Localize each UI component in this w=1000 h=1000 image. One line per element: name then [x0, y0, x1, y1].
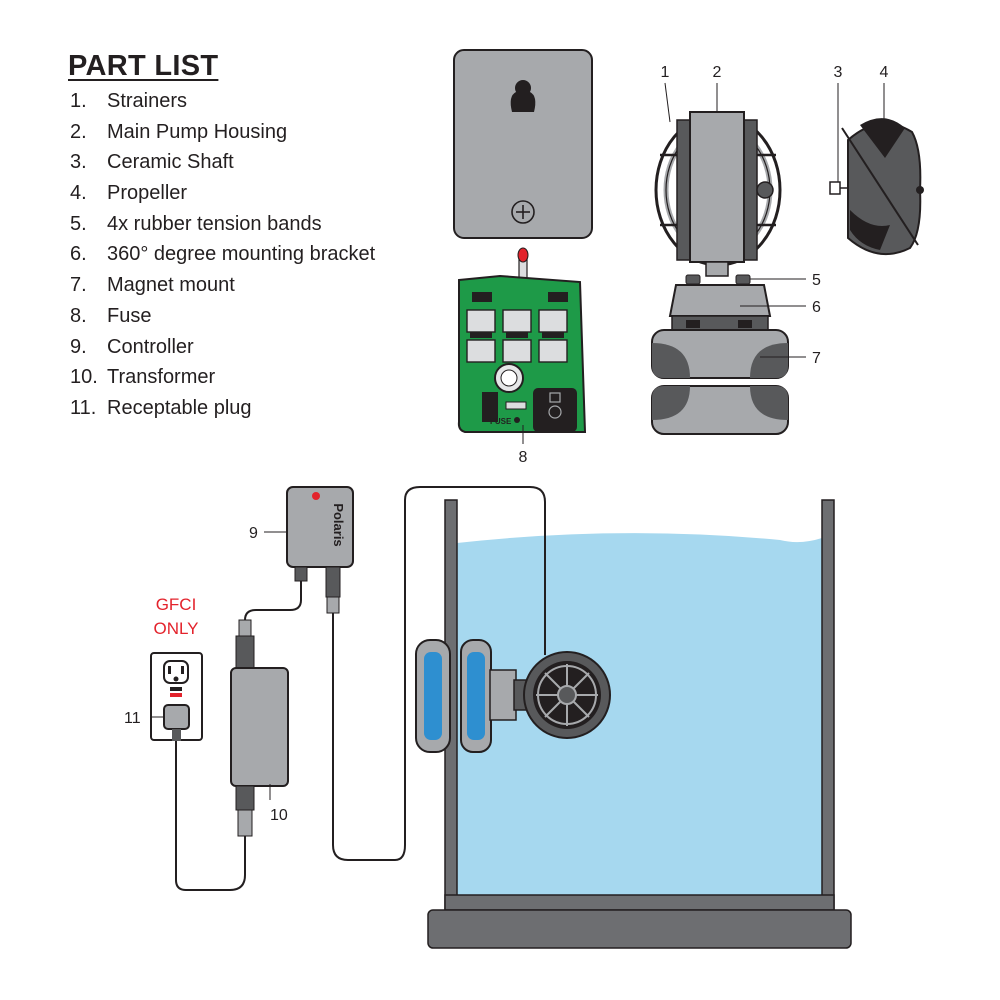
callout-8: 8	[519, 449, 528, 466]
part-item: 2.Main Pump Housing	[70, 120, 288, 143]
callout-3: 3	[834, 64, 843, 81]
mounted-pump	[415, 639, 611, 753]
callout-5: 5	[812, 272, 821, 289]
part-item: 8.Fuse	[70, 304, 152, 327]
controller-back-cover	[453, 49, 593, 239]
controller-to-transformer-cable	[244, 581, 302, 621]
gfci-outlet: GFCI ONLY	[150, 595, 203, 741]
callout-leaders	[150, 82, 885, 800]
callout-10: 10	[270, 807, 288, 824]
cables	[175, 486, 546, 891]
part-item: 7.Magnet mount	[70, 274, 235, 297]
part-item: 11.Receptable plug	[70, 396, 252, 419]
callout-6: 6	[812, 299, 821, 316]
callout-7: 7	[812, 350, 821, 367]
part-item: 6.360° degree mounting bracket	[70, 243, 376, 266]
part-list-title: PART LIST	[68, 50, 219, 82]
part-item: 4.Propeller	[70, 182, 188, 205]
pump-cable	[332, 486, 546, 861]
callout-numbers: 1 2 3 4 5 6 7 8 9 11 10	[124, 64, 889, 824]
controller-brand-logo: Polaris	[331, 503, 346, 546]
gfci-label-line2: ONLY	[153, 619, 198, 638]
callout-9: 9	[249, 525, 258, 542]
part-item: 9.Controller	[70, 335, 194, 358]
part-item: 3.Ceramic Shaft	[70, 151, 234, 174]
callout-11: 11	[124, 710, 141, 727]
part-item: 5.4x rubber tension bands	[70, 212, 322, 235]
part-item: 10.Transformer	[70, 366, 216, 389]
fuse-label: FUSE	[490, 417, 512, 426]
transformer	[230, 619, 289, 837]
receptable-plug	[163, 704, 190, 730]
controller-box: Polaris	[286, 486, 354, 614]
outlet-cable	[175, 741, 246, 891]
callout-2: 2	[713, 64, 722, 81]
callout-1: 1	[661, 64, 670, 81]
part-item: 1.Strainers	[70, 90, 188, 112]
ceramic-shaft	[829, 181, 841, 195]
circuit-board: FUSE	[457, 247, 587, 433]
part-list: 1.Strainers 2.Main Pump Housing 3.Cerami…	[70, 88, 375, 426]
pump-assembly	[651, 111, 789, 435]
aquarium-tank	[427, 499, 852, 949]
callout-4: 4	[880, 64, 889, 81]
gfci-label-line1: GFCI	[156, 595, 197, 614]
propeller	[829, 118, 924, 255]
